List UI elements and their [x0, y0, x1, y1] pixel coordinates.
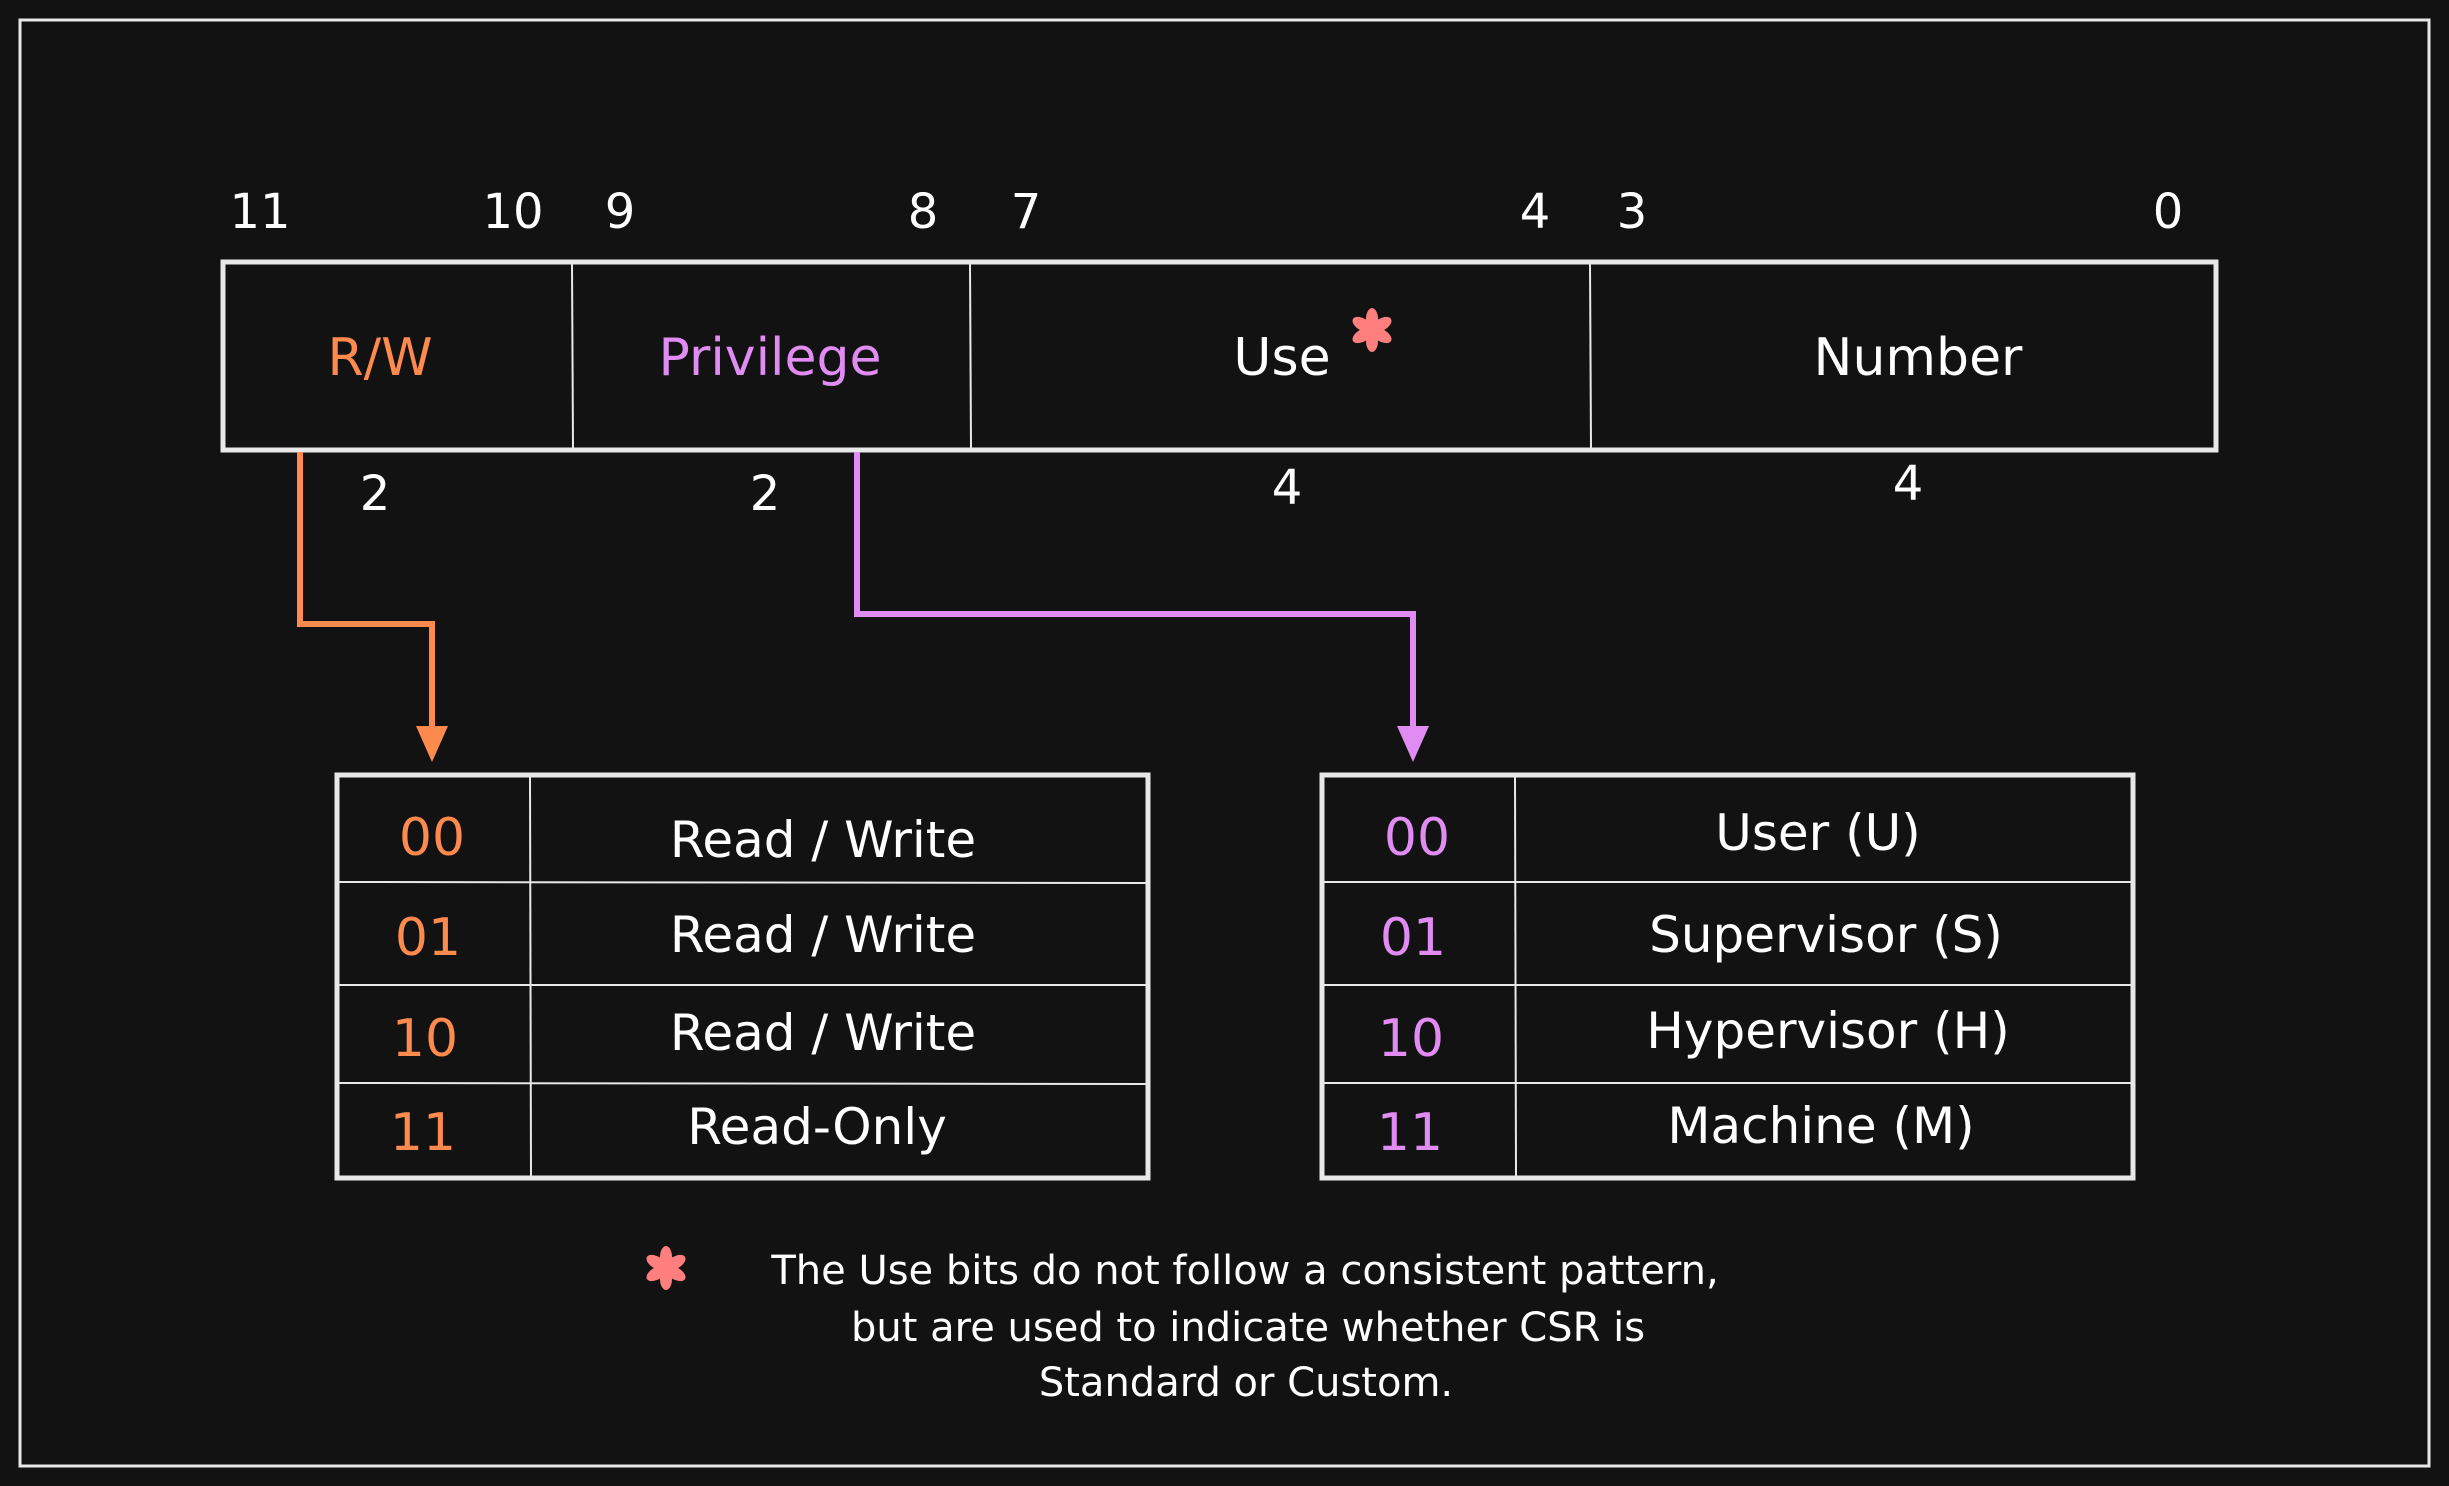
arrow-head-icon	[1397, 726, 1429, 762]
privilege-code: 10	[1378, 1009, 1444, 1069]
bit-position-0: 0	[2153, 184, 2184, 240]
privilege-table-border	[1319, 772, 2136, 1181]
privilege-code: 01	[1380, 908, 1446, 968]
rw-arrow	[297, 452, 448, 762]
register-fields: R/W Privilege Use Number	[220, 259, 2219, 453]
table-row: 01 Supervisor (S)	[1380, 906, 2003, 968]
field-label-number: Number	[1814, 328, 2024, 388]
privilege-meaning: Hypervisor (H)	[1646, 1002, 2009, 1060]
rw-code: 00	[399, 808, 465, 868]
privilege-arrow	[854, 452, 1429, 762]
bit-position-10: 10	[482, 184, 543, 240]
footnote: The Use bits do not follow a consistent …	[643, 1246, 1719, 1406]
field-label-rw: R/W	[327, 328, 432, 388]
privilege-code: 00	[1384, 808, 1450, 868]
rw-meaning: Read-Only	[687, 1098, 947, 1156]
bit-position-9: 9	[605, 184, 636, 240]
rw-meaning: Read / Write	[670, 1004, 976, 1062]
footnote-line: but are used to indicate whether CSR is	[851, 1305, 1645, 1351]
field-width-use: 4	[1272, 460, 1303, 516]
privilege-meaning: Machine (M)	[1667, 1097, 1974, 1155]
register-box	[220, 259, 2219, 453]
rw-meaning: Read / Write	[670, 906, 976, 964]
field-divider	[571, 263, 574, 449]
table-row: 10 Read / Write	[392, 1004, 976, 1069]
field-width-number: 4	[1893, 456, 1924, 512]
rw-table-border	[334, 772, 1151, 1181]
bit-positions: 11 10 9 8 7 4 3 0	[229, 184, 2183, 240]
table-row: 01 Read / Write	[395, 906, 976, 968]
rw-code: 11	[390, 1103, 456, 1163]
field-divider	[969, 263, 972, 449]
bit-position-4: 4	[1520, 184, 1551, 240]
rw-code: 10	[392, 1009, 458, 1069]
asterisk-icon	[1349, 308, 1395, 352]
field-widths: 2 2 4 4	[360, 456, 1924, 522]
table-row: 00 User (U)	[1384, 804, 1921, 868]
bit-position-8: 8	[908, 184, 939, 240]
table-row: 11 Read-Only	[390, 1098, 947, 1163]
field-width-rw: 2	[360, 466, 391, 522]
footnote-line: Standard or Custom.	[1039, 1360, 1453, 1406]
table-row: 11 Machine (M)	[1377, 1097, 1975, 1163]
bit-position-3: 3	[1617, 184, 1648, 240]
field-width-privilege: 2	[750, 466, 781, 522]
bit-position-7: 7	[1011, 184, 1042, 240]
table-row: 00 Read / Write	[399, 808, 976, 869]
privilege-code: 11	[1377, 1103, 1443, 1163]
table-row: 10 Hypervisor (H)	[1378, 1002, 2010, 1069]
rw-code: 01	[395, 908, 461, 968]
field-divider	[1589, 263, 1592, 449]
footnote-line: The Use bits do not follow a consistent …	[770, 1248, 1718, 1294]
privilege-meaning: User (U)	[1715, 804, 1920, 862]
arrow-head-icon	[416, 726, 448, 762]
privilege-table: 00 User (U) 01 Supervisor (S) 10 Hypervi…	[1319, 772, 2136, 1181]
asterisk-icon	[643, 1246, 689, 1290]
rw-meaning: Read / Write	[670, 811, 976, 869]
bit-position-11: 11	[229, 184, 290, 240]
rw-table: 00 Read / Write 01 Read / Write 10 Read …	[334, 772, 1151, 1181]
field-label-use: Use	[1233, 328, 1330, 388]
field-label-privilege: Privilege	[659, 328, 882, 388]
outer-frame	[18, 18, 2431, 1468]
privilege-meaning: Supervisor (S)	[1649, 906, 2003, 964]
